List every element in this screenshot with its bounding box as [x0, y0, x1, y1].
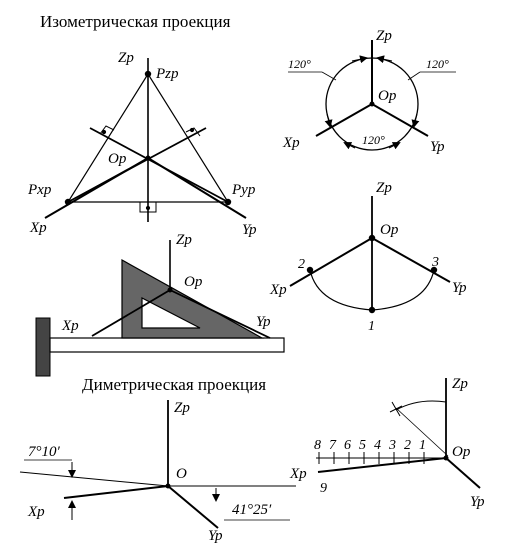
label-xp: Xp: [282, 135, 300, 151]
scale-label: 6: [344, 438, 351, 453]
label-op: Op: [378, 88, 397, 104]
label-zp: Zp: [176, 232, 192, 248]
iso-triangle-figure: [44, 58, 247, 222]
label-xp: Xp: [289, 466, 307, 482]
dim-angles-figure: [19, 400, 296, 529]
label-pxp: Pxp: [27, 182, 52, 198]
right-angle-mark: [139, 202, 157, 213]
angle-label-right: 120°: [426, 57, 449, 71]
scale-label: 5: [359, 438, 366, 453]
scale-label: 8: [314, 438, 321, 453]
t-square-blade: [49, 337, 285, 353]
set-square: [121, 258, 265, 339]
scale-label: 7: [329, 438, 337, 453]
label-zp: Zp: [174, 400, 190, 416]
x-axis: [317, 457, 447, 473]
label-xp: Xp: [269, 282, 287, 298]
angle-label-left: 120°: [288, 57, 311, 71]
point-op: [145, 155, 151, 161]
label-yp: Yp: [470, 494, 485, 510]
label-yp: Yp: [452, 280, 467, 296]
label-zp: Zp: [118, 50, 134, 66]
angle-label-x: 7°10′: [28, 444, 60, 460]
label-xp: Xp: [27, 504, 45, 520]
scale-label: 2: [404, 438, 411, 453]
label-op: Op: [452, 444, 471, 460]
heading-dimetric: Диметрическая проекция: [82, 375, 266, 394]
right-angle-mark: [185, 127, 201, 137]
point-pyp: [224, 198, 232, 206]
construction-arc: [395, 400, 447, 411]
label-yp: Yp: [430, 139, 445, 155]
point-label-2: 2: [298, 257, 305, 272]
y-axis: [445, 457, 481, 489]
scale-label-9: 9: [320, 481, 327, 496]
label-pzp: Pzp: [155, 66, 179, 82]
point-pxp: [64, 198, 72, 206]
label-yp: Yp: [256, 314, 271, 330]
label-op: Op: [184, 274, 203, 290]
label-zp: Zp: [376, 180, 392, 196]
right-angle-mark: [99, 125, 115, 135]
iso-circle-figure: [288, 40, 456, 151]
label-zp: Zp: [376, 28, 392, 44]
label-yp: Yp: [242, 222, 257, 238]
scale-label: 3: [388, 438, 396, 453]
label-op: Op: [380, 222, 399, 238]
set-square-figure: [35, 240, 285, 377]
angle-label-y: 41°25′: [232, 502, 272, 518]
scale-label: 4: [374, 438, 381, 453]
altitude-left: [89, 127, 229, 203]
label-zp: Zp: [452, 376, 468, 392]
heading-isometric: Изометрическая проекция: [40, 12, 231, 31]
point-label-3: 3: [431, 255, 439, 270]
altitude-right: [67, 127, 207, 203]
label-xp: Xp: [61, 318, 79, 334]
t-square-head: [35, 317, 51, 377]
point-pzp: [144, 70, 152, 78]
angle-label-bottom: 120°: [362, 133, 385, 147]
label-op: Op: [108, 151, 127, 167]
scale-label: 1: [419, 438, 426, 453]
dim-construction-figure: [316, 378, 481, 489]
iso-arc-figure: [289, 196, 451, 311]
label-pyp: Pyp: [231, 182, 256, 198]
label-xp: Xp: [29, 220, 47, 236]
label-yp: Yp: [208, 528, 223, 544]
label-o: O: [176, 466, 187, 482]
point-label-1: 1: [368, 319, 375, 334]
